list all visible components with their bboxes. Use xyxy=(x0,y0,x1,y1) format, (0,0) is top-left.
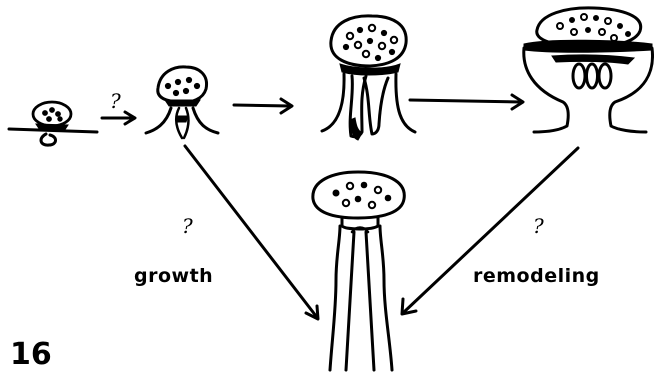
stage-4-granules xyxy=(557,14,631,41)
stage-3-large-body xyxy=(322,16,415,140)
label-remodeling: remodeling xyxy=(473,265,600,287)
arrow-stage1-to-stage2 xyxy=(102,112,135,124)
stage-2-stalked-body xyxy=(146,67,218,138)
question-mark-remodeling: ? xyxy=(533,214,544,238)
arrow-growth-pathway xyxy=(185,146,318,319)
arrow-stage2-to-stage3 xyxy=(234,99,292,113)
stage-4-cup-receptacle xyxy=(524,8,653,132)
stage-3-granules xyxy=(343,25,397,61)
question-mark-first-step: ? xyxy=(110,89,121,113)
final-granules xyxy=(333,182,391,208)
stage-4-inner-capsules xyxy=(573,64,611,88)
question-mark-growth: ? xyxy=(182,214,193,238)
figure-number: 16 xyxy=(10,337,52,372)
final-stalked-body xyxy=(313,172,404,370)
stage-1-granules xyxy=(43,108,63,122)
stage-1-small-body xyxy=(9,102,97,145)
label-growth: growth xyxy=(134,265,213,287)
arrow-stage3-to-stage4 xyxy=(410,95,523,109)
arrow-remodeling-pathway xyxy=(402,148,578,314)
stage-2-granules xyxy=(165,77,199,95)
